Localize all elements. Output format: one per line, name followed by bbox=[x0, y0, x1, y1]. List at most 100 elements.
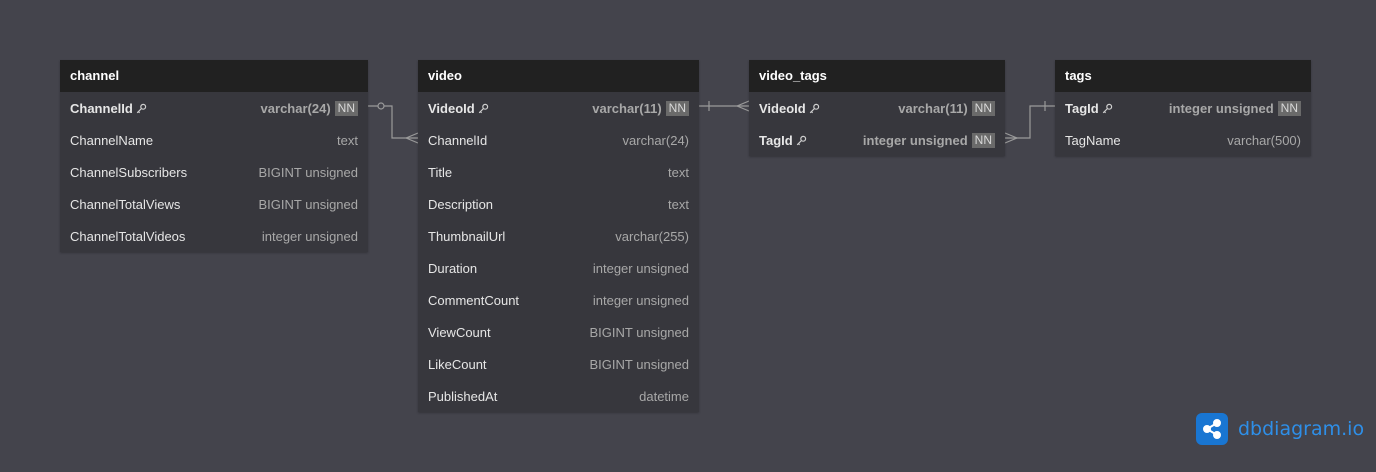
field-row[interactable]: TagName varchar(500) bbox=[1055, 124, 1311, 156]
field-name: ChannelTotalVideos bbox=[70, 229, 262, 244]
field-name-text: ChannelSubscribers bbox=[70, 164, 188, 180]
share-nodes-icon bbox=[1196, 413, 1228, 445]
table-channel[interactable]: channel ChannelId varchar(24)NN ChannelNam… bbox=[60, 60, 368, 252]
field-type: datetime bbox=[639, 389, 689, 404]
field-type: varchar(24) bbox=[623, 133, 689, 148]
field-name: CommentCount bbox=[428, 293, 593, 308]
field-name: ChannelId bbox=[428, 133, 623, 148]
field-type: text bbox=[668, 165, 689, 180]
field-name: ThumbnailUrl bbox=[428, 229, 615, 244]
field-type-text: varchar(24) bbox=[622, 132, 689, 148]
field-row[interactable]: ChannelSubscribers BIGINT unsigned bbox=[60, 156, 368, 188]
field-name: ChannelName bbox=[70, 133, 337, 148]
field-name-text: LikeCount bbox=[428, 356, 487, 372]
field-type-text: datetime bbox=[639, 388, 689, 404]
field-name-text: CommentCount bbox=[428, 292, 520, 308]
field-name-text: VideoId bbox=[759, 100, 806, 116]
key-icon bbox=[1102, 103, 1113, 114]
field-name: PublishedAt bbox=[428, 389, 639, 404]
field-row[interactable]: ChannelId varchar(24)NN bbox=[60, 92, 368, 124]
field-type-text: BIGINT unsigned bbox=[589, 324, 689, 340]
brand-name: dbdiagram.io bbox=[1238, 418, 1365, 440]
table-header[interactable]: video_tags bbox=[749, 60, 1005, 92]
table-header[interactable]: channel bbox=[60, 60, 368, 92]
not-null-badge: NN bbox=[971, 132, 995, 148]
field-type: integer unsigned bbox=[262, 229, 358, 244]
field-name-text: TagName bbox=[1065, 132, 1121, 148]
field-row[interactable]: Duration integer unsigned bbox=[418, 252, 699, 284]
field-row[interactable]: Description text bbox=[418, 188, 699, 220]
field-type-text: integer unsigned bbox=[592, 292, 689, 308]
field-type: varchar(24)NN bbox=[260, 100, 358, 116]
field-name-text: VideoId bbox=[428, 100, 475, 116]
field-row[interactable]: VideoId varchar(11)NN bbox=[749, 92, 1005, 124]
field-row[interactable]: PublishedAt datetime bbox=[418, 380, 699, 412]
field-type-text: varchar(11) bbox=[592, 100, 662, 116]
field-row[interactable]: LikeCount BIGINT unsigned bbox=[418, 348, 699, 380]
field-name: TagName bbox=[1065, 133, 1227, 148]
field-type: BIGINT unsigned bbox=[259, 197, 358, 212]
brand-logo[interactable]: dbdiagram.io bbox=[1196, 413, 1364, 445]
field-row[interactable]: ChannelTotalViews BIGINT unsigned bbox=[60, 188, 368, 220]
rel-channel-video bbox=[368, 105, 418, 139]
field-name-text: Duration bbox=[428, 260, 478, 276]
field-type: varchar(255) bbox=[615, 229, 689, 244]
field-name: VideoId bbox=[428, 101, 592, 116]
field-row[interactable]: ChannelTotalVideos integer unsigned bbox=[60, 220, 368, 252]
field-type-text: varchar(500) bbox=[1227, 132, 1301, 148]
field-row[interactable]: VideoId varchar(11)NN bbox=[418, 92, 699, 124]
field-name-text: TagId bbox=[1065, 100, 1099, 116]
field-row[interactable]: ThumbnailUrl varchar(255) bbox=[418, 220, 699, 252]
not-null-badge: NN bbox=[665, 100, 689, 116]
rel-tags-videotags bbox=[1005, 105, 1055, 139]
field-name: LikeCount bbox=[428, 357, 590, 372]
field-type: text bbox=[668, 197, 689, 212]
field-type: integer unsigned bbox=[593, 261, 689, 276]
field-name: Description bbox=[428, 197, 668, 212]
field-type-text: varchar(255) bbox=[615, 228, 689, 244]
field-name-text: ChannelTotalVideos bbox=[70, 228, 186, 244]
field-type: text bbox=[337, 133, 358, 148]
not-null-badge: NN bbox=[1277, 100, 1301, 116]
field-type: integer unsigned bbox=[593, 293, 689, 308]
field-type-text: text bbox=[337, 132, 358, 148]
field-name-text: ChannelId bbox=[70, 100, 133, 116]
field-type-text: integer unsigned bbox=[862, 132, 968, 148]
not-null-badge: NN bbox=[971, 100, 995, 116]
field-name-text: ThumbnailUrl bbox=[428, 228, 506, 244]
field-type-text: varchar(24) bbox=[260, 100, 331, 116]
not-null-badge: NN bbox=[334, 100, 358, 116]
field-name: ChannelId bbox=[70, 101, 261, 116]
field-name-text: Description bbox=[428, 196, 494, 212]
field-name-text: ChannelTotalViews bbox=[70, 196, 181, 212]
field-row[interactable]: CommentCount integer unsigned bbox=[418, 284, 699, 316]
table-header[interactable]: video bbox=[418, 60, 699, 92]
key-icon bbox=[796, 135, 807, 146]
field-type: BIGINT unsigned bbox=[259, 165, 358, 180]
field-type-text: varchar(11) bbox=[898, 100, 968, 116]
field-name-text: TagId bbox=[759, 132, 793, 148]
table-video-tags[interactable]: video_tags VideoId varchar(11)NN TagId inte… bbox=[749, 60, 1005, 156]
table-header[interactable]: tags bbox=[1055, 60, 1311, 92]
field-type-text: integer unsigned bbox=[592, 260, 689, 276]
field-type: varchar(500) bbox=[1227, 133, 1301, 148]
field-type-text: integer unsigned bbox=[1168, 100, 1274, 116]
field-type-text: BIGINT unsigned bbox=[258, 196, 358, 212]
field-name: ChannelSubscribers bbox=[70, 165, 259, 180]
field-name: ChannelTotalViews bbox=[70, 197, 259, 212]
field-name-text: PublishedAt bbox=[428, 388, 498, 404]
field-name: TagId bbox=[759, 133, 863, 148]
key-icon bbox=[136, 103, 147, 114]
field-type: BIGINT unsigned bbox=[590, 357, 689, 372]
key-icon bbox=[478, 103, 489, 114]
field-type: BIGINT unsigned bbox=[590, 325, 689, 340]
